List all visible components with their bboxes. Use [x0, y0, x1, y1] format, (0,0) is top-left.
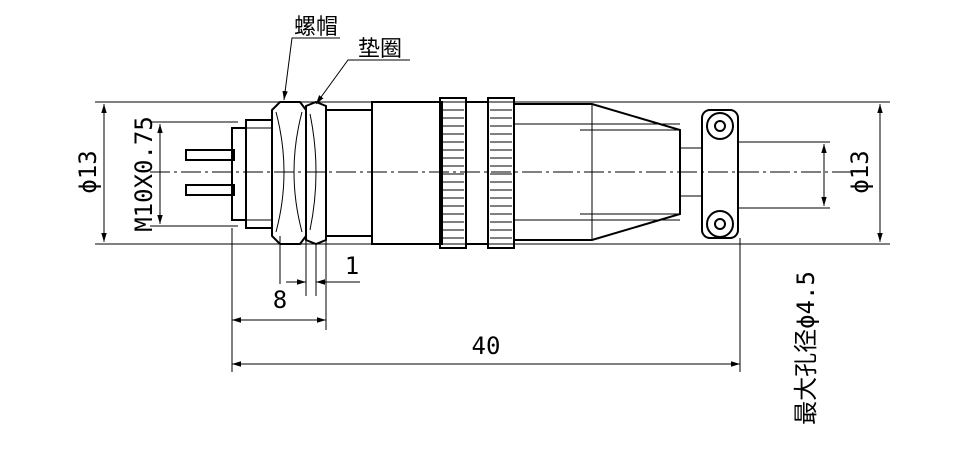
leader-nut [282, 37, 340, 101]
cable-clamp [680, 109, 830, 239]
label-nut: 螺帽 [294, 15, 338, 40]
tail-housing [514, 103, 681, 241]
connector-body [325, 101, 443, 245]
contact-pins [185, 149, 235, 196]
dim-text-max-hole: 最大孔径ϕ4.5 [792, 271, 820, 425]
dim-text-dia-right: ϕ13 [846, 150, 874, 193]
washer [305, 100, 327, 246]
dim-text-8: 8 [273, 286, 287, 314]
leader-washer [315, 59, 410, 105]
dim-text-1: 1 [345, 252, 359, 280]
dim-text-40: 40 [472, 332, 501, 360]
nut [271, 101, 307, 245]
receptacle-front [231, 119, 273, 229]
label-washer: 垫圈 [358, 37, 402, 62]
dim-text-dia-left: ϕ13 [74, 150, 102, 193]
dim-text-thread: M10X0.75 [130, 116, 158, 232]
coupling-ring [439, 97, 515, 249]
